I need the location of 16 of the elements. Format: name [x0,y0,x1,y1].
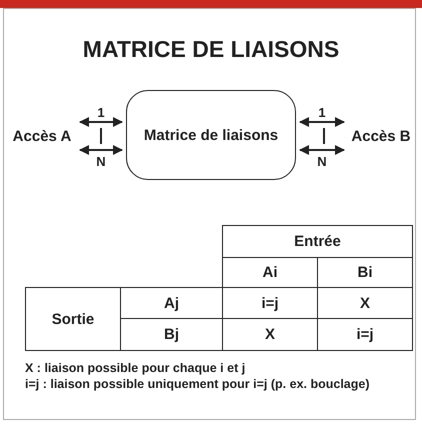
node-label: Accès B [348,126,414,146]
table-cell: Sortie [25,287,121,351]
node-text: Matrice de liaisons [144,126,278,144]
double-arrow [299,145,345,155]
note-text: i=j : liaison possible uniquement pour i=j (p. ex. bouclage) [25,376,370,392]
double-arrow [79,117,123,127]
edge-label: N [315,155,329,168]
rounded-box [126,90,296,180]
table-cell: i=j [317,318,413,351]
double-arrow [79,145,123,155]
title: MATRICE DE LIAISONS [82,36,340,63]
double-arrow [299,117,345,127]
node-label: Accès A [8,126,76,146]
note-text: X : liaison possible pour chaque i et j [25,360,246,376]
table-cell: Entrée [222,225,413,258]
edge-label: N [94,155,108,168]
